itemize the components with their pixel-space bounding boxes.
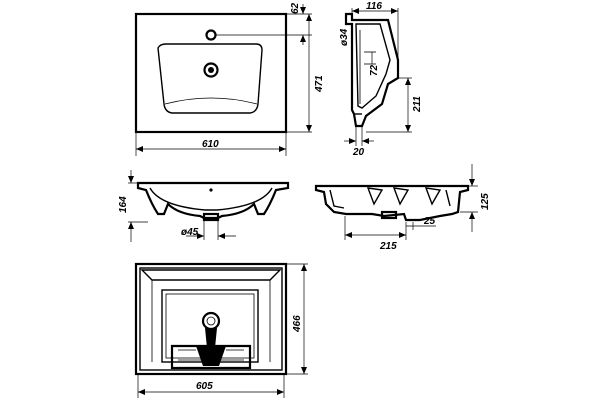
tap-hole-icon xyxy=(205,29,217,41)
front-drain-outlet xyxy=(202,212,220,222)
rim-label: 20 xyxy=(352,147,365,158)
bottom-width-label: 605 xyxy=(196,381,213,392)
bottom-view-outline xyxy=(134,262,288,376)
side-section-rib-3 xyxy=(424,187,442,206)
side-section-outline xyxy=(314,184,470,222)
front-height-label: 164 xyxy=(118,196,129,213)
side-section: 125 215 25 xyxy=(314,164,491,252)
side-section-rib-1 xyxy=(366,187,384,206)
side-section-rib-2 xyxy=(392,187,410,206)
side-depth-label: 116 xyxy=(366,1,382,12)
front-section: 164 ø45 xyxy=(118,170,290,242)
side-view: 116 ø34 72 211 20 xyxy=(339,1,423,158)
tap-offset-label: 62 xyxy=(290,2,301,14)
top-view-basin-rim xyxy=(164,97,258,105)
side-view-outline xyxy=(344,12,400,128)
bottom-drain-icon xyxy=(201,311,221,331)
side-section-wall xyxy=(329,189,345,209)
bottom-view: 466 605 xyxy=(134,262,308,398)
width-label: 610 xyxy=(202,139,219,150)
hole-label: ø34 xyxy=(339,28,350,46)
top-view-outline xyxy=(134,12,288,134)
side-section-height-label: 125 xyxy=(480,193,491,210)
bottom-view-back-ledge xyxy=(140,269,282,281)
small-label: 25 xyxy=(423,216,436,227)
front-section-bowl xyxy=(149,187,273,211)
top-view: 62 471 610 xyxy=(134,2,325,156)
overflow-label: 72 xyxy=(369,64,380,76)
side-view-inner xyxy=(355,23,391,109)
front-section-outline xyxy=(136,181,290,220)
side-height-label: 211 xyxy=(412,96,423,113)
depth-label: 471 xyxy=(314,75,325,93)
top-view-basin xyxy=(157,43,263,114)
drain-center-icon xyxy=(208,67,214,73)
offset-label: 215 xyxy=(379,241,397,252)
drain-icon xyxy=(203,62,219,78)
drain-label: ø45 xyxy=(181,227,199,238)
bottom-depth-label: 466 xyxy=(292,315,303,333)
